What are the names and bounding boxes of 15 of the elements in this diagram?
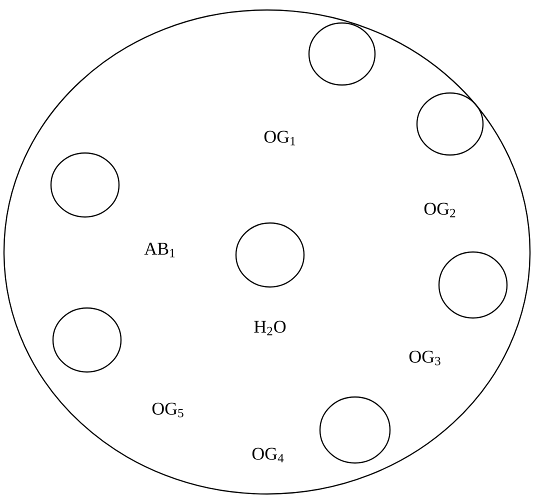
well bbox=[235, 222, 305, 288]
well bbox=[52, 307, 122, 373]
well bbox=[319, 396, 391, 464]
well-label: OG$_{2}$ bbox=[424, 202, 456, 218]
petri-dish bbox=[3, 9, 531, 495]
well-label: H$_{2}$O bbox=[254, 320, 286, 336]
well bbox=[438, 251, 508, 319]
well-label: AB$_{1}$ bbox=[144, 242, 175, 258]
well bbox=[416, 92, 484, 156]
well bbox=[50, 152, 120, 218]
well bbox=[308, 22, 376, 86]
well-label: OG$_{5}$ bbox=[152, 402, 184, 418]
well-label: OG$_{4}$ bbox=[252, 448, 284, 462]
well-label: OG$_{3}$ bbox=[409, 350, 440, 366]
well-label: OG$_{1}$ bbox=[264, 130, 296, 146]
